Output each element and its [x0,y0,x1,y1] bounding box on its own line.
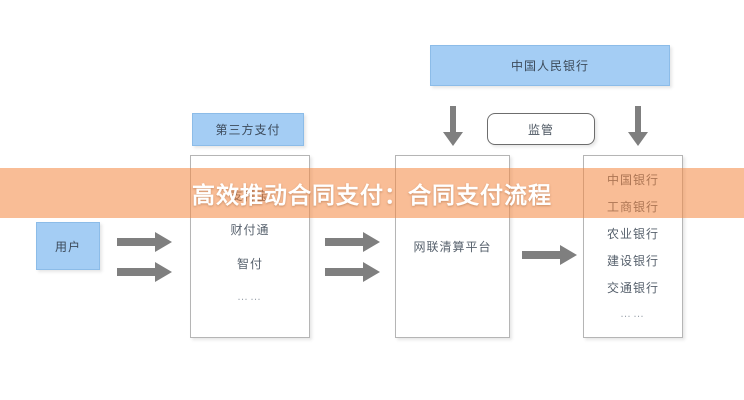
node-user: 用户 [36,222,100,270]
arrow-down-left [441,106,465,148]
node-central-bank: 中国人民银行 [430,45,670,86]
list-item: 财付通 [230,223,270,237]
node-user-label: 用户 [54,239,81,254]
arrow-down-right [626,106,650,148]
node-third-party-header: 第三方支付 [192,113,304,146]
arrow-user-to-third-party-1 [117,232,173,252]
node-regulation: 监管 [487,113,595,145]
list-item-ellipsis: …… [620,307,646,320]
arrow-third-party-to-clearing-1 [325,232,381,252]
arrow-clearing-to-banks [522,245,578,265]
list-item: 农业银行 [606,226,659,241]
list-item-ellipsis: …… [237,291,263,303]
list-item: 交通银行 [606,280,659,295]
list-item: 建设银行 [606,253,659,268]
page-title: 高效推动合同支付：合同支付流程 [192,182,552,208]
arrow-user-to-third-party-2 [117,262,173,282]
node-clearing-platform-label: 网联清算平台 [413,239,492,254]
node-central-bank-label: 中国人民银行 [510,59,589,73]
node-regulation-label: 监管 [527,122,554,137]
list-item: 智付 [236,257,263,271]
node-third-party-header-label: 第三方支付 [215,123,281,137]
arrow-third-party-to-clearing-2 [325,262,381,282]
title-overlay-band: 高效推动合同支付：合同支付流程 [0,168,744,218]
